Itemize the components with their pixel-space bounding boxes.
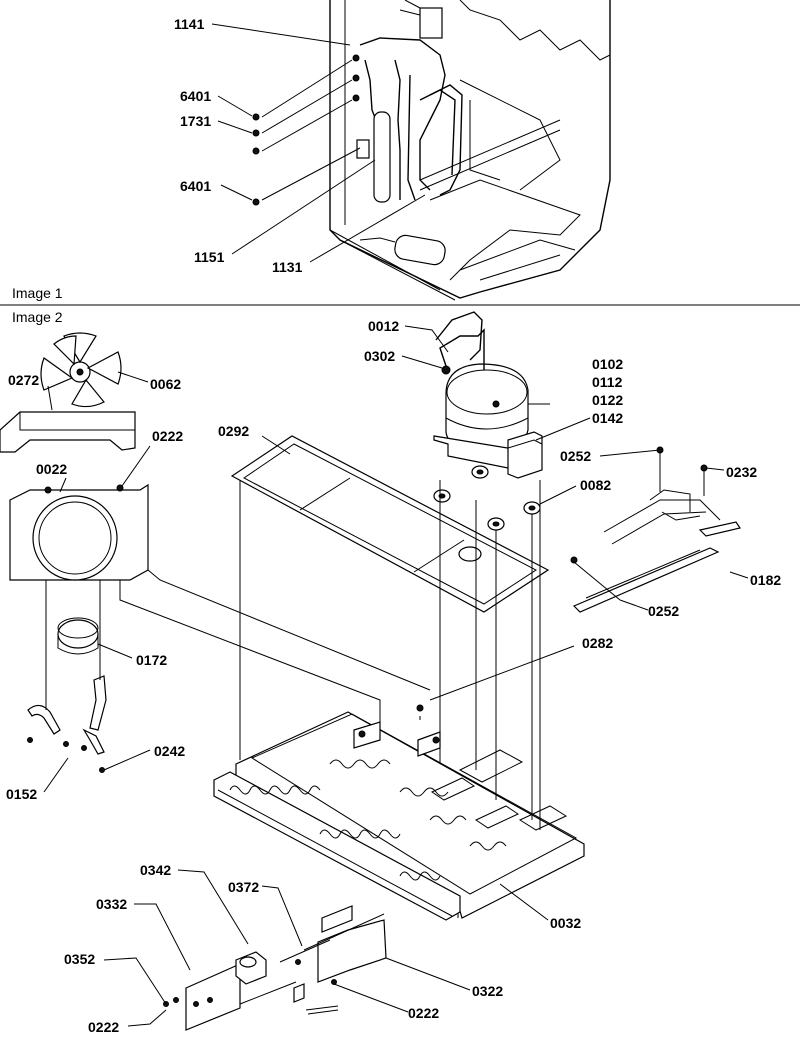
- label-0282: 0282: [582, 635, 613, 651]
- label-0332: 0332: [96, 896, 127, 912]
- label-0102: 0102: [592, 356, 623, 372]
- label-0172: 0172: [136, 652, 167, 668]
- caption-image2: Image 2: [12, 309, 63, 325]
- label-0292: 0292: [218, 423, 249, 439]
- label-0142: 0142: [592, 410, 623, 426]
- label-0022: 0022: [36, 461, 67, 477]
- motor-bracket-left: [27, 704, 61, 735]
- cabinet-wall: [329, 0, 611, 299]
- defrost-timer-assembly: [163, 905, 387, 1031]
- label-6401-bottom: 6401: [180, 178, 211, 194]
- image2-panel: [0, 311, 749, 1031]
- label-0032: 0032: [550, 915, 581, 931]
- label-6401-top: 6401: [180, 88, 211, 104]
- label-1131: 1131: [272, 259, 303, 275]
- fan-shroud: [0, 411, 136, 453]
- label-0342: 0342: [140, 862, 171, 878]
- label-0242: 0242: [154, 743, 185, 759]
- label-0252-top: 0252: [560, 448, 591, 464]
- label-0062: 0062: [150, 376, 181, 392]
- label-0302: 0302: [364, 348, 395, 364]
- capillary-tube: [359, 37, 446, 191]
- label-1151: 1151: [194, 249, 225, 265]
- label-0012: 0012: [368, 318, 399, 334]
- label-0352: 0352: [64, 951, 95, 967]
- image1-panel: [211, 0, 611, 301]
- mounting-bracket: [356, 139, 370, 159]
- label-0232: 0232: [726, 464, 757, 480]
- fan-motor: [57, 619, 99, 649]
- wire-harness: [570, 446, 741, 613]
- label-0322: 0322: [472, 983, 503, 999]
- label-1731: 1731: [180, 113, 211, 129]
- fan-blade: [40, 332, 122, 408]
- compressor: [433, 311, 550, 469]
- relay-overload: [507, 431, 543, 479]
- label-0082: 0082: [580, 477, 611, 493]
- label-0252-bottom: 0252: [648, 603, 679, 619]
- motor-bracket-right: [89, 675, 107, 731]
- label-0222-top: 0222: [152, 428, 183, 444]
- label-0372: 0372: [228, 879, 259, 895]
- label-0272: 0272: [8, 372, 39, 388]
- label-1141: 1141: [174, 16, 205, 32]
- label-0122: 0122: [592, 392, 623, 408]
- caption-image1: Image 1: [12, 285, 63, 301]
- label-0222-mid: 0222: [408, 1005, 439, 1021]
- label-0182: 0182: [750, 572, 781, 588]
- partial-header-text: • • • • •: [478, 0, 518, 1]
- valve-block: [419, 7, 443, 39]
- label-0222-bottom: 0222: [88, 1019, 119, 1035]
- capacitor: [394, 234, 446, 266]
- drier-filter: [373, 111, 391, 203]
- label-0152: 0152: [6, 786, 37, 802]
- base-pan: [213, 711, 585, 921]
- screw-group: [252, 54, 360, 206]
- label-0112: 0112: [592, 374, 623, 390]
